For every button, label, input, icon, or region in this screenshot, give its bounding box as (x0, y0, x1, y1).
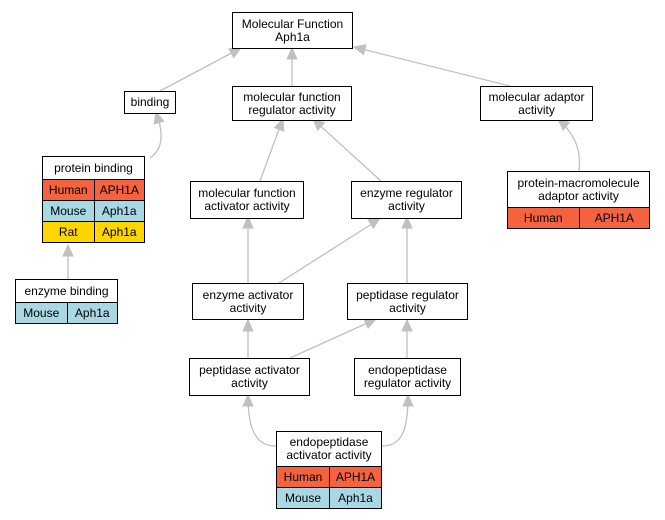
edge-eaa-to-mfaa-arrowhead (242, 215, 254, 229)
edge-paa-to-pra (289, 319, 375, 359)
go-term-node: binding (124, 91, 176, 114)
go-term-label-line: protein-macromolecule (517, 175, 640, 190)
species-cell: Mouse (23, 306, 60, 320)
species-cell: Mouse (284, 491, 322, 505)
go-term-label: binding (125, 92, 175, 113)
gene-cell: Aph1a (93, 201, 145, 221)
gene-cell: Aph1a (329, 488, 381, 508)
annotation-row: Mouse Aph1a (16, 302, 117, 323)
go-term-label-line: activity (388, 199, 425, 213)
go-term-label-line: Molecular Function (241, 16, 344, 31)
go-term-label-line: enzyme activator (202, 287, 294, 302)
go-term-label-line: endopeptidase (368, 363, 447, 377)
go-term-label-line: enzyme regulator (360, 186, 453, 200)
go-term-label-line: molecular function (243, 89, 341, 104)
go-term-label-line: regulator activity (363, 376, 452, 390)
edge-era-to-mfra (314, 120, 382, 182)
annotation-row: Human APH1A (43, 179, 144, 200)
gene-cell: Aph1a (66, 303, 118, 323)
annotation-row: Mouse Aph1a (43, 200, 144, 221)
gene-cell: APH1A (329, 467, 381, 487)
edge-maa-to-mf (353, 46, 511, 87)
edge-eaa-to-era-arrowhead (367, 217, 382, 230)
go-term-label-line: protein binding (54, 160, 133, 175)
go-term-label: enzyme binding (16, 280, 117, 302)
go-term-label-line: activity (231, 376, 268, 390)
edge-maa-to-mf-arrowhead (352, 44, 367, 56)
gene-cell: APH1A (93, 180, 145, 200)
species-cell: Human (48, 183, 88, 197)
go-term-label-line: peptidase regulator (356, 287, 459, 302)
annotation-row: Human APH1A (508, 207, 649, 228)
species-cell: Mouse (50, 204, 87, 218)
gene-cell: Aph1a (93, 222, 145, 242)
species-cell: Human (523, 211, 563, 225)
edge-epaa-to-paa-arrowhead (242, 393, 254, 407)
go-term-label-line: molecular adaptor (488, 89, 585, 104)
edge-mfaa-to-mfra-arrowhead (273, 117, 285, 132)
go-term-label-line: molecular function (198, 186, 296, 200)
annotation-row: Human APH1A (277, 466, 381, 487)
go-term-label-line: endopeptidase (289, 435, 369, 449)
edge-mfaa-to-mfra (259, 120, 283, 182)
edge-pra-to-era-arrowhead (401, 215, 413, 229)
edge-mfra-to-mf-arrowhead (286, 46, 298, 60)
gene-cell: APH1A (578, 208, 650, 228)
go-term-label-line: activity (518, 102, 555, 117)
species-cell: Rat (58, 225, 78, 239)
go-term-label-line: binding (130, 95, 170, 109)
go-term-label-line: peptidase activator (199, 363, 300, 377)
go-term-label-line: adaptor activity (538, 188, 619, 203)
edge-eaa-to-era (278, 219, 379, 284)
go-term-label-line: Aph1a (275, 29, 310, 44)
edge-epra-to-pra-arrowhead (401, 318, 413, 332)
edge-paa-to-eaa-arrowhead (242, 318, 254, 332)
go-term-label-line: regulator activity (248, 102, 336, 117)
go-term-label-line: activity (389, 300, 426, 315)
go-term-label: protein binding (43, 157, 144, 179)
go-term-label-line: activator activity (204, 199, 290, 213)
annotation-row: Rat Aph1a (43, 221, 144, 242)
edge-binding-to-mf (159, 47, 242, 92)
edge-epaa-to-epra-arrowhead (402, 393, 414, 407)
go-term-label-line: enzyme binding (24, 283, 109, 298)
edge-pb-to-binding-arrowhead (153, 110, 165, 125)
go-term-label-line: activity (229, 300, 267, 315)
species-cell: Human (283, 470, 323, 484)
edge-eb-to-pb-arrowhead (62, 243, 74, 257)
edge-binding-to-mf-arrowhead (228, 47, 243, 59)
annotation-row: Mouse Aph1a (277, 487, 381, 508)
edge-paa-to-pra-arrowhead (363, 318, 378, 330)
go-term-label-line: activator activity (286, 448, 372, 462)
